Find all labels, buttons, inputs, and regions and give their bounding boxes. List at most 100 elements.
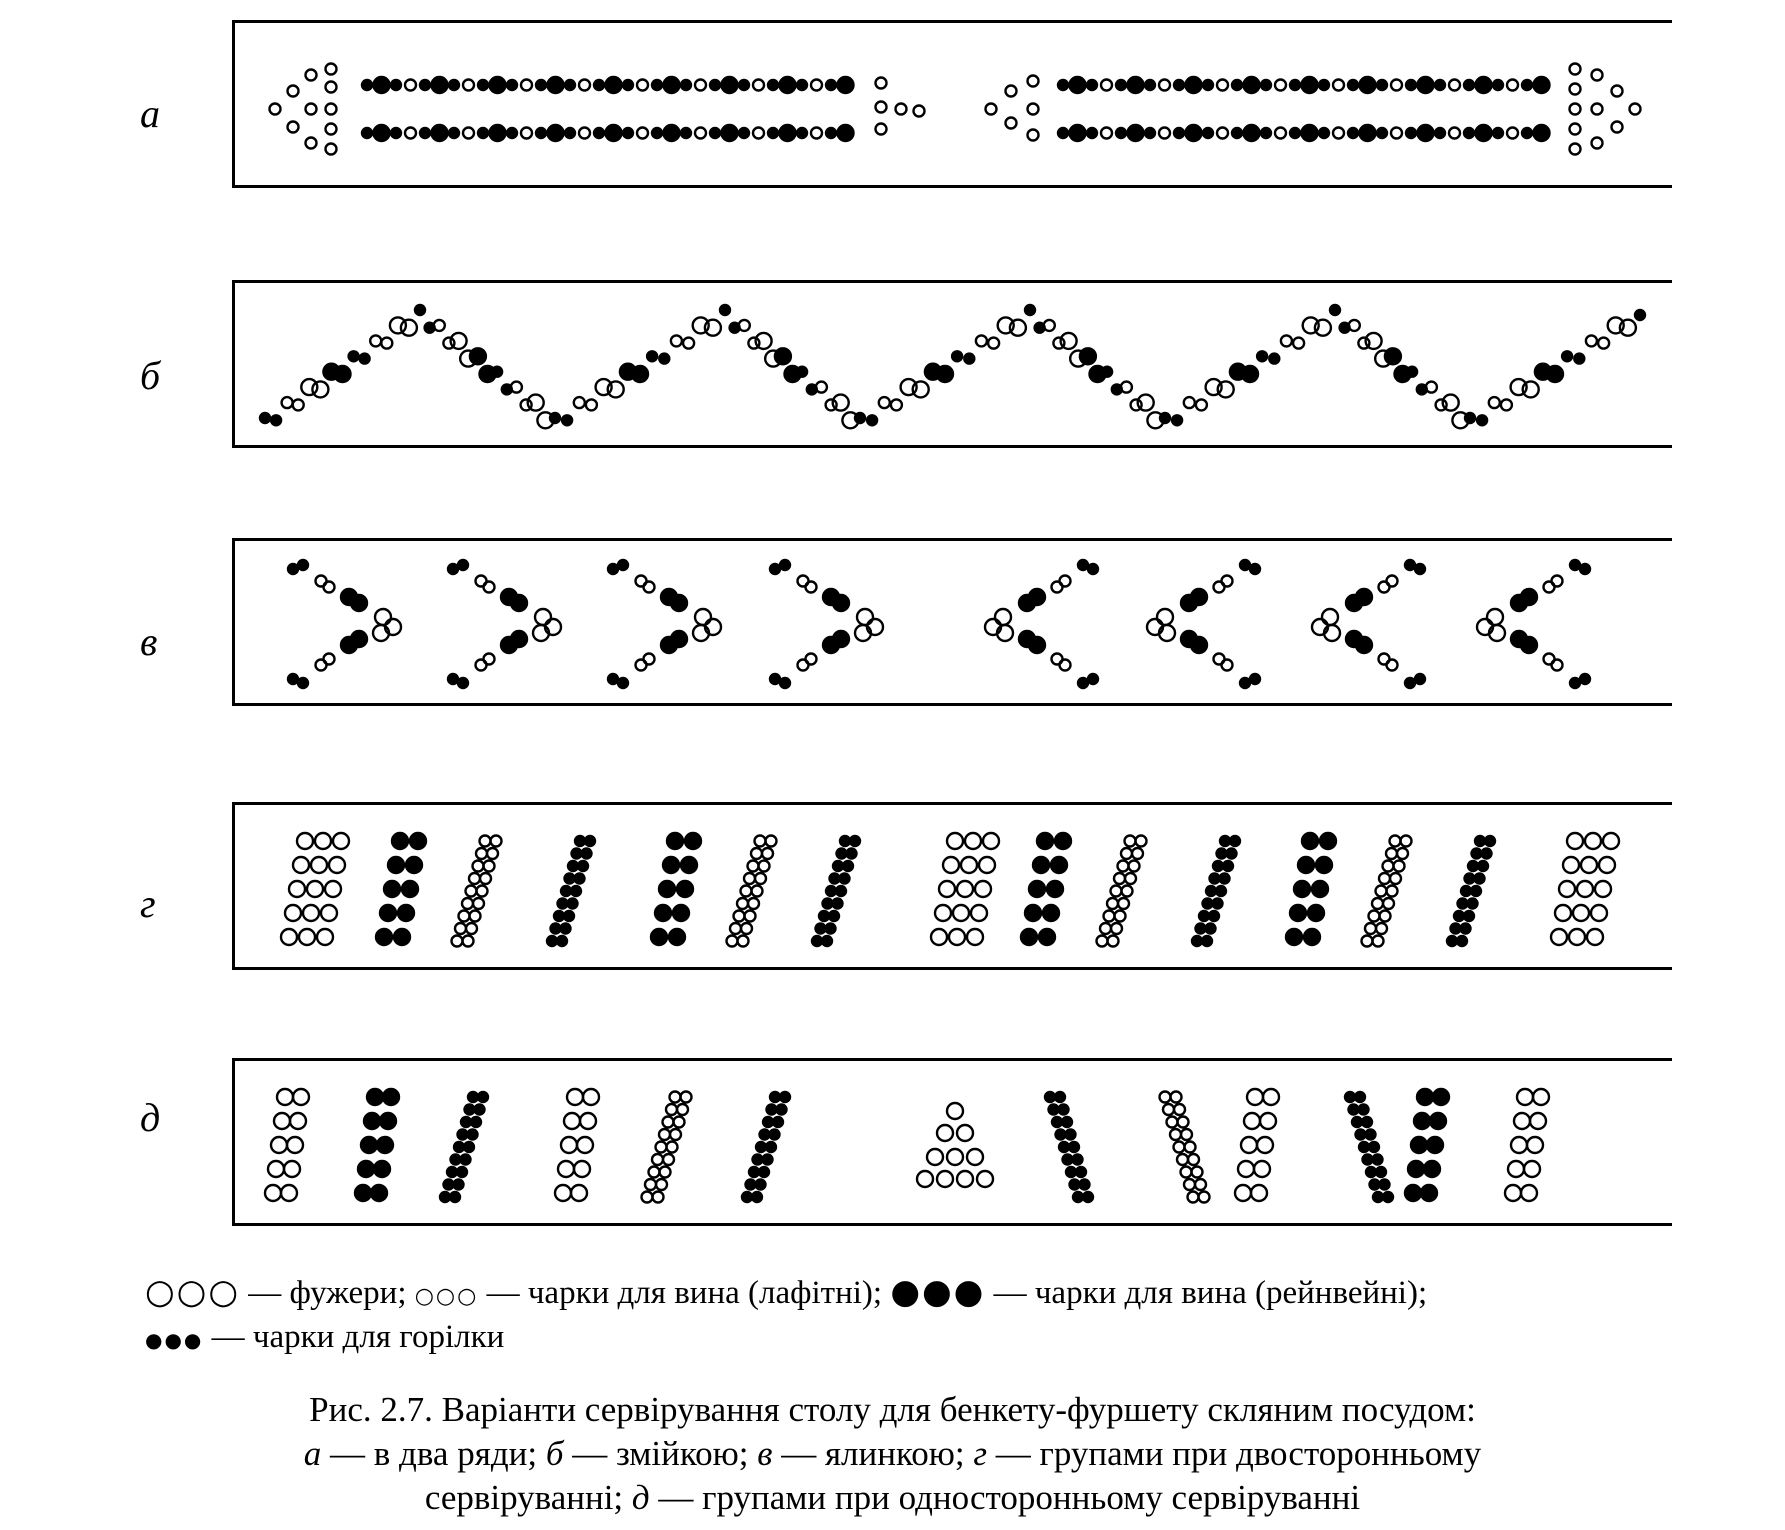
glass-mark <box>448 1190 462 1204</box>
glass-mark <box>1573 352 1586 365</box>
glass-mark <box>1172 126 1186 140</box>
glass-mark <box>1385 884 1399 898</box>
glass-mark <box>1238 676 1252 690</box>
glass-mark <box>1240 364 1260 384</box>
glass-mark <box>853 411 867 425</box>
glass-mark <box>757 1165 771 1179</box>
glass-mark <box>1383 347 1403 366</box>
glass-mark <box>778 1090 792 1104</box>
glass-mark <box>1212 580 1226 594</box>
glass-mark <box>468 347 488 366</box>
glass-mark <box>1027 879 1047 899</box>
glass-mark <box>1371 1190 1385 1204</box>
glass-mark <box>1050 580 1064 594</box>
glass-mark <box>1120 884 1134 898</box>
glass-mark <box>1425 1135 1445 1155</box>
table-panel-groups-one-sided <box>232 1058 1672 1226</box>
glass-mark <box>1193 1177 1208 1192</box>
glass-mark <box>995 623 1015 643</box>
glass-mark <box>753 834 767 848</box>
glass-mark <box>1317 78 1331 92</box>
caption-line-3-start: сервіруванні; <box>424 1478 632 1517</box>
glass-mark <box>1170 414 1184 427</box>
glass-mark <box>986 336 1001 350</box>
lafit-symbol-icon: ○○○ <box>414 1284 479 1309</box>
glass-mark <box>1169 1090 1183 1104</box>
glass-mark <box>1463 411 1477 425</box>
glass-mark <box>291 1087 311 1107</box>
glass-mark <box>323 879 343 899</box>
glass-layout-groups-two-sided <box>279 831 1621 948</box>
glass-mark <box>616 558 630 572</box>
glass-mark <box>1583 831 1603 851</box>
glass-mark <box>1004 116 1018 130</box>
glass-mark <box>1116 859 1130 873</box>
glass-mark <box>1249 1183 1269 1203</box>
glass-mark <box>1158 411 1172 425</box>
glass-mark <box>1378 1178 1391 1191</box>
glass-mark <box>1553 903 1573 923</box>
glass-mark <box>661 1115 675 1129</box>
glass-mark <box>1086 672 1100 686</box>
glass-mark <box>1367 909 1381 923</box>
glass-mark <box>577 78 592 92</box>
glass-mark <box>1054 1128 1067 1141</box>
glass-mark <box>566 859 580 873</box>
glass-mark <box>1433 78 1447 92</box>
glass-mark <box>996 316 1015 335</box>
glass-mark <box>1136 393 1155 412</box>
glass-mark <box>1255 1135 1275 1155</box>
glass-mark <box>691 316 710 335</box>
glass-mark <box>1182 1177 1197 1192</box>
glass-mark <box>1057 1140 1071 1154</box>
glass-mark <box>1179 1127 1194 1142</box>
glass-mark <box>768 1090 782 1104</box>
glass-mark <box>560 414 574 427</box>
glass-mark <box>1590 68 1604 82</box>
table-panel-snake <box>232 280 1672 448</box>
glass-mark <box>1204 377 1223 397</box>
glass-mark <box>657 879 677 899</box>
glass-mark <box>669 629 689 649</box>
glass-mark <box>737 126 751 140</box>
glass-mark <box>1061 1153 1074 1166</box>
glass-mark <box>630 364 650 384</box>
glass-mark <box>505 126 519 140</box>
glass-mark <box>1565 831 1585 851</box>
glass-mark <box>836 123 855 143</box>
glass-mark <box>1242 1111 1262 1131</box>
glass-mark <box>834 884 848 898</box>
glass-mark <box>322 652 336 666</box>
glass-mark <box>1473 834 1487 848</box>
glass-mark <box>282 1159 302 1179</box>
glass-mark <box>1487 395 1502 410</box>
glass-mark <box>349 629 369 649</box>
glass-mark <box>824 78 838 92</box>
glass-mark <box>1363 921 1378 936</box>
glass-mark <box>1302 927 1322 947</box>
glass-mark <box>553 1183 573 1203</box>
glass-mark <box>1377 580 1391 594</box>
glass-mark <box>1109 921 1124 936</box>
glass-mark <box>1519 1183 1539 1203</box>
glass-mark <box>749 846 764 861</box>
glass-mark <box>1041 903 1061 923</box>
glass-mark <box>1184 123 1203 143</box>
glass-mark <box>1331 78 1346 92</box>
glass-mark <box>1129 398 1143 412</box>
glass-mark <box>1100 365 1114 378</box>
figure-caption: Рис. 2.7. Варіанти сервірування столу дл… <box>0 1388 1785 1520</box>
glass-mark <box>621 126 635 140</box>
glass-mark <box>1610 84 1624 98</box>
glass-mark <box>955 879 975 899</box>
glass-mark <box>1053 831 1073 851</box>
glass-mark <box>1068 75 1087 95</box>
glass-mark <box>258 411 272 425</box>
glass-mark <box>1113 909 1127 923</box>
glass-mark <box>319 903 339 923</box>
glass-mark <box>742 871 757 886</box>
glass-mark <box>1031 855 1051 875</box>
glass-mark <box>1098 921 1113 936</box>
glass-mark <box>824 922 837 935</box>
glass-mark <box>403 126 418 140</box>
